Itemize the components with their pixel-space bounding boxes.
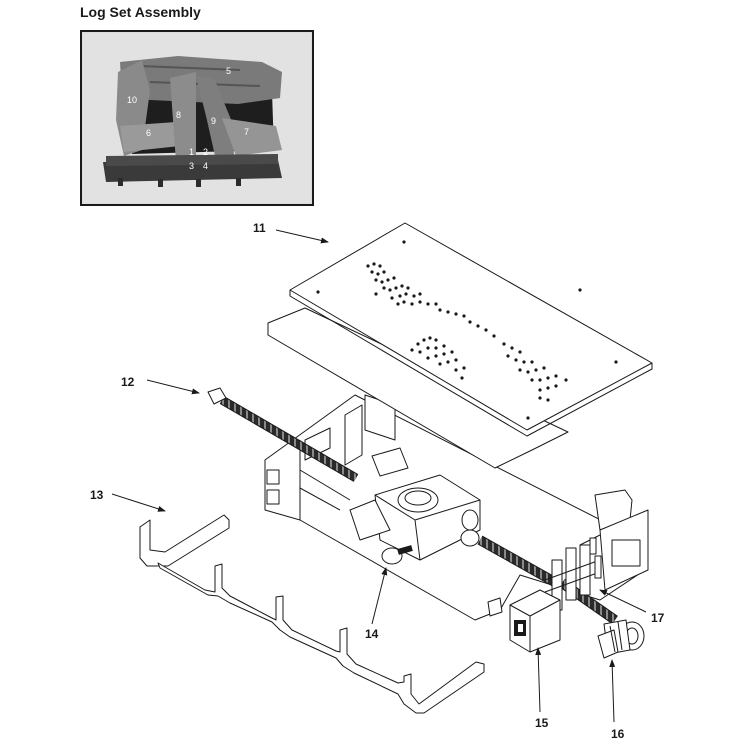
lower-plate	[267, 307, 569, 469]
callout-13: 13	[90, 488, 104, 502]
gas-valve	[349, 447, 481, 565]
callout-16: 16	[611, 727, 625, 741]
regulator-fitting	[597, 619, 645, 659]
flex-gas-line	[207, 387, 359, 482]
pilot-bracket	[544, 489, 649, 611]
photo-label-8: 8	[176, 110, 181, 120]
photo-label-9: 9	[211, 116, 216, 126]
log-set-photo: 5 10 8 9 7 6 1 2 3 4	[80, 30, 314, 206]
callout-14: 14	[365, 627, 379, 641]
top-plate	[289, 222, 653, 437]
callout-11: 11	[253, 221, 266, 235]
photo-label-3: 3	[189, 161, 194, 171]
photo-label-1: 1	[189, 147, 194, 157]
switch-box	[487, 589, 561, 653]
callout-17: 17	[651, 611, 665, 625]
callouts: 11 12 13 14 15 16 17	[90, 221, 665, 741]
page-title: Log Set Assembly	[80, 4, 201, 20]
grate-part	[139, 514, 485, 714]
photo-label-5: 5	[226, 66, 231, 76]
callout-12: 12	[121, 375, 135, 389]
photo-label-6: 6	[146, 128, 151, 138]
callout-15: 15	[535, 716, 549, 730]
photo-label-7: 7	[244, 127, 249, 137]
photo-label-10: 10	[127, 95, 137, 105]
photo-label-2: 2	[203, 147, 208, 157]
photo-label-4: 4	[203, 161, 208, 171]
